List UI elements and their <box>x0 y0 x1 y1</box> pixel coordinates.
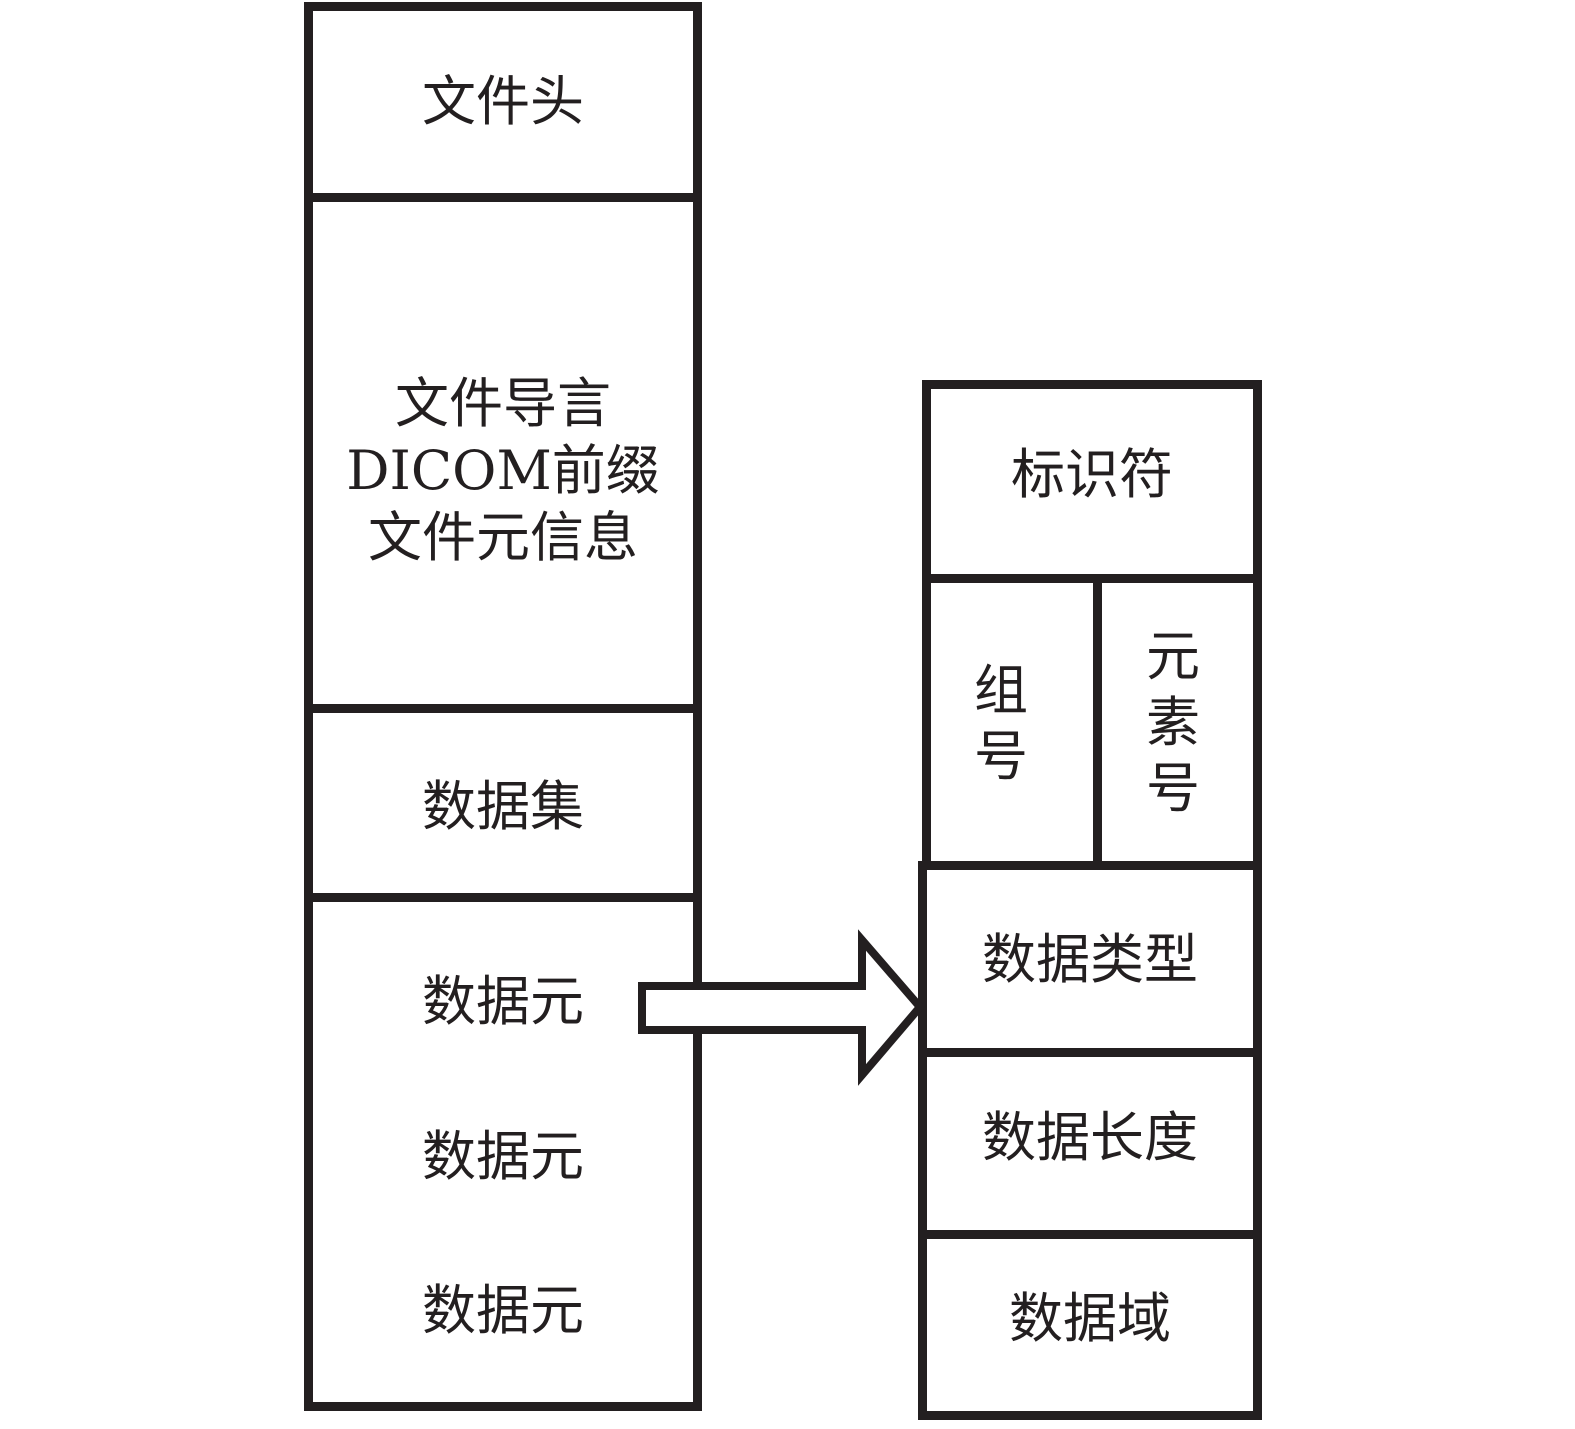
preamble-line-1: 文件导言 <box>395 372 611 435</box>
dataset-label: 数据集 <box>422 775 584 838</box>
identifier-label: 标识符 <box>1011 443 1173 506</box>
file-header-label: 文件头 <box>422 70 584 133</box>
data-elements-box <box>304 893 702 1411</box>
preamble-line-3: 文件元信息 <box>368 506 638 569</box>
data-element-label-1: 数据元 <box>422 970 584 1033</box>
group-number-label: 组 号 <box>971 658 1031 790</box>
data-element-label-2: 数据元 <box>422 1125 584 1188</box>
arrow-shape <box>638 929 926 1086</box>
data-type-label: 数据类型 <box>982 928 1198 991</box>
element-number-char-3: 号 <box>1146 757 1200 820</box>
data-length-box <box>918 1048 1262 1239</box>
element-number-label: 元 素 号 <box>1143 624 1203 822</box>
element-number-char-2: 素 <box>1146 691 1200 754</box>
data-field-label: 数据域 <box>1009 1287 1171 1350</box>
data-length-label: 数据长度 <box>982 1106 1198 1169</box>
element-number-box <box>1093 574 1262 870</box>
data-field-box <box>918 1230 1262 1420</box>
file-preamble-box <box>304 193 702 713</box>
data-element-label-3: 数据元 <box>422 1279 584 1342</box>
group-number-char-2: 号 <box>974 725 1028 788</box>
preamble-line-2: DICOM前缀 <box>346 439 660 502</box>
group-number-char-1: 组 <box>974 659 1028 722</box>
element-number-char-1: 元 <box>1146 625 1200 688</box>
